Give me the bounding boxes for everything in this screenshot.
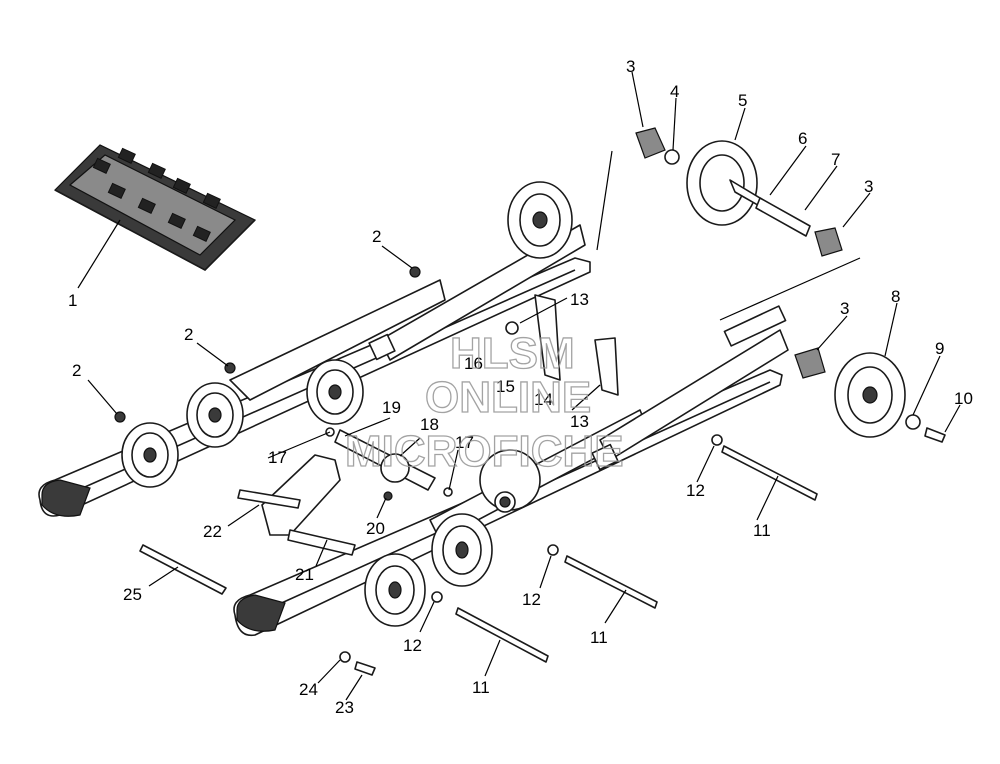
callout-11: 11 xyxy=(472,678,490,697)
watermark-line-1: HLSM xyxy=(450,329,575,378)
callout-11: 11 xyxy=(590,628,608,647)
callout-17: 17 xyxy=(268,448,287,467)
callout-3: 3 xyxy=(840,299,849,318)
rail-wheel-4 xyxy=(507,181,573,259)
bracket-parts xyxy=(505,294,619,396)
callout-2: 2 xyxy=(184,325,193,344)
callout-10: 10 xyxy=(954,389,973,408)
leader-lines xyxy=(77,71,961,701)
callout-5: 5 xyxy=(738,91,747,110)
callout-12: 12 xyxy=(522,590,541,609)
callout-25: 25 xyxy=(123,585,142,604)
callout-18: 18 xyxy=(420,415,439,434)
callout-23: 23 xyxy=(335,698,354,717)
rail-wheel-1 xyxy=(121,422,179,488)
callout-2: 2 xyxy=(72,361,81,380)
callout-6: 6 xyxy=(798,129,807,148)
callout-2: 2 xyxy=(372,227,381,246)
slide-pad-part xyxy=(54,144,257,271)
callout-21: 21 xyxy=(295,565,314,584)
callout-3: 3 xyxy=(626,57,635,76)
callout-22: 22 xyxy=(203,522,222,541)
callout-16: 16 xyxy=(464,354,483,373)
callout-11: 11 xyxy=(753,521,771,540)
callout-3: 3 xyxy=(864,177,873,196)
center-arm-parts xyxy=(237,453,410,556)
rail-wheel-7 xyxy=(479,449,541,513)
callout-20: 20 xyxy=(366,519,385,538)
rail-wheel-5 xyxy=(364,553,426,627)
callout-24: 24 xyxy=(299,680,318,699)
shaft-parts xyxy=(139,429,818,663)
outer-wheel-assembly xyxy=(794,347,946,443)
rail-wheel-3 xyxy=(306,359,364,425)
callout-8: 8 xyxy=(891,287,900,306)
callout-12: 12 xyxy=(686,481,705,500)
rail-wheel-2 xyxy=(186,382,244,448)
callout-1: 1 xyxy=(68,291,77,310)
rail-wheel-6 xyxy=(431,513,493,587)
watermark-line-3: MICROFICHE xyxy=(345,427,624,476)
callout-13: 13 xyxy=(570,290,589,309)
callout-4: 4 xyxy=(670,82,679,101)
rear-axle-assembly xyxy=(635,127,843,257)
callout-12: 12 xyxy=(403,636,422,655)
callout-14: 14 xyxy=(534,390,553,409)
watermark: HLSM ONLINE MICROFICHE xyxy=(344,328,624,476)
callout-9: 9 xyxy=(935,339,944,358)
callout-13: 13 xyxy=(570,412,589,431)
callout-17: 17 xyxy=(455,433,474,452)
callout-15: 15 xyxy=(496,377,515,396)
callout-19: 19 xyxy=(382,398,401,417)
watermark-line-2: ONLINE xyxy=(425,373,591,422)
callout-7: 7 xyxy=(831,150,840,169)
callout-labels: 1 2 2 2 3 3 3 4 5 6 7 8 9 10 11 11 11 12… xyxy=(68,57,973,717)
